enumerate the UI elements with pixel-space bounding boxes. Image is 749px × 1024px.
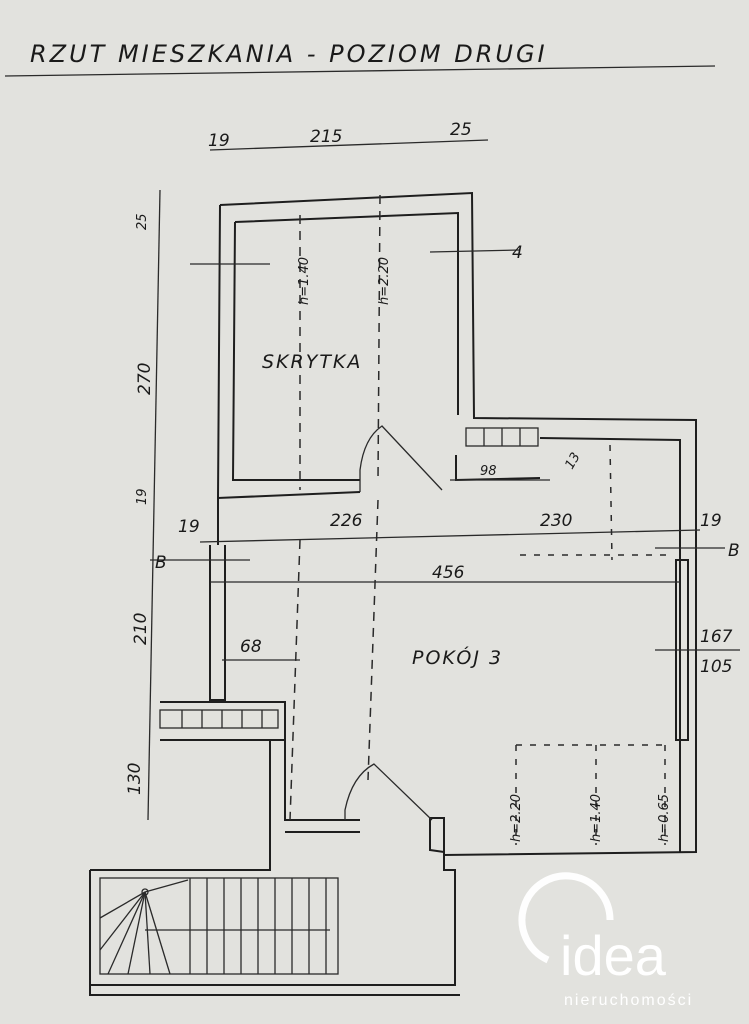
dim-left-room: 210: [131, 613, 151, 645]
room-label-room3: POKÓJ 3: [412, 645, 503, 669]
dim-span-230: 230: [540, 511, 572, 531]
dim-width-456: 456: [432, 563, 465, 583]
dim-left-top: 25: [135, 213, 150, 230]
radiator-lower: [159, 709, 279, 729]
dim-top-right: 25: [450, 120, 472, 140]
idea-logo: idea nieruchomości: [518, 872, 693, 1009]
height-lines: [289, 194, 670, 845]
dim-top-width: 215: [310, 127, 342, 147]
door-storage: [359, 425, 443, 492]
height-storage-140: h=1.40: [297, 257, 312, 305]
storage-walls: [216, 191, 697, 857]
dimension-lines: [147, 139, 740, 821]
dim-top-left: 19: [208, 131, 230, 151]
dim-wall-right: 19: [700, 511, 722, 531]
room-walls: [89, 498, 689, 996]
dim-window-105: 105: [700, 657, 732, 677]
dim-span-226: 226: [330, 511, 363, 531]
dim-wall-left: 19: [178, 517, 200, 537]
logo-brand: idea: [560, 924, 667, 987]
title-underline: [4, 65, 716, 77]
height-room-065: h=0.65: [657, 794, 672, 842]
dim-door-98: 98: [480, 464, 497, 479]
door-room: [344, 763, 433, 821]
dim-left-bottom: 130: [125, 763, 145, 795]
room-label-storage: SKRYTKA: [262, 351, 362, 373]
dim-left-wall: 19: [135, 488, 150, 505]
height-room-140: h=1.40: [589, 794, 604, 842]
height-storage-220: h=2.20: [377, 257, 392, 305]
plan-title: RZUT MIESZKANIA - POZIOM DRUGI: [30, 40, 548, 68]
logo-arc-icon: [518, 872, 614, 964]
section-marker-left: B: [155, 553, 167, 573]
dim-door-13: 13: [562, 450, 583, 472]
section-marker-right: B: [728, 541, 740, 561]
dim-window-167: 167: [700, 627, 733, 647]
section-marker-4: 4: [512, 243, 523, 263]
height-room-220: h=2.20: [509, 794, 524, 842]
dim-stair-68: 68: [240, 637, 262, 657]
logo-subtitle: nieruchomości: [564, 992, 693, 1009]
dim-left-storage: 270: [135, 363, 155, 395]
staircase: [99, 877, 339, 975]
radiator-upper: [465, 427, 539, 447]
